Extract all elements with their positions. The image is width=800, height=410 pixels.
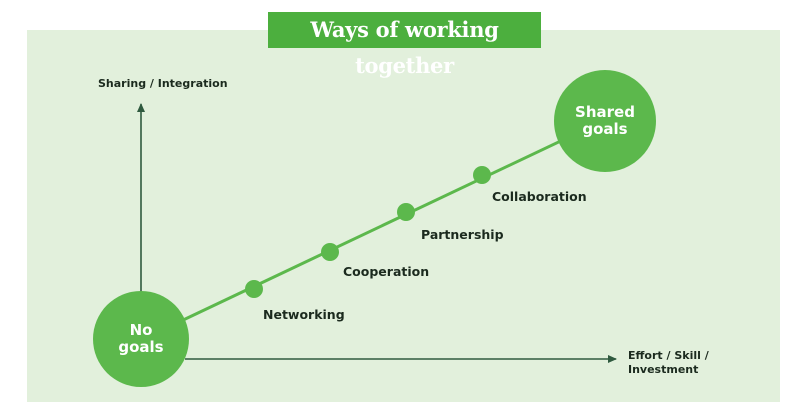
x-axis-label: Effort / Skill / Investment — [628, 349, 709, 376]
progression-line — [140, 118, 606, 342]
stage-node-collaboration — [473, 166, 491, 184]
stage-label-networking: Networking — [263, 307, 345, 322]
diagram-title: Ways of working together — [268, 12, 541, 78]
y-axis-label: Sharing / Integration — [98, 77, 228, 90]
stage-node-networking — [245, 280, 263, 298]
shared-goals-circle — [554, 70, 656, 172]
no-goals-circle — [93, 291, 189, 387]
stage-label-partnership: Partnership — [421, 227, 504, 242]
stage-node-partnership — [397, 203, 415, 221]
shared-goals-label: Shared goals — [575, 103, 635, 138]
stage-label-collaboration: Collaboration — [492, 189, 587, 204]
no-goals-label: No goals — [118, 321, 164, 356]
stage-label-cooperation: Cooperation — [343, 264, 430, 279]
stage-node-cooperation — [321, 243, 339, 261]
